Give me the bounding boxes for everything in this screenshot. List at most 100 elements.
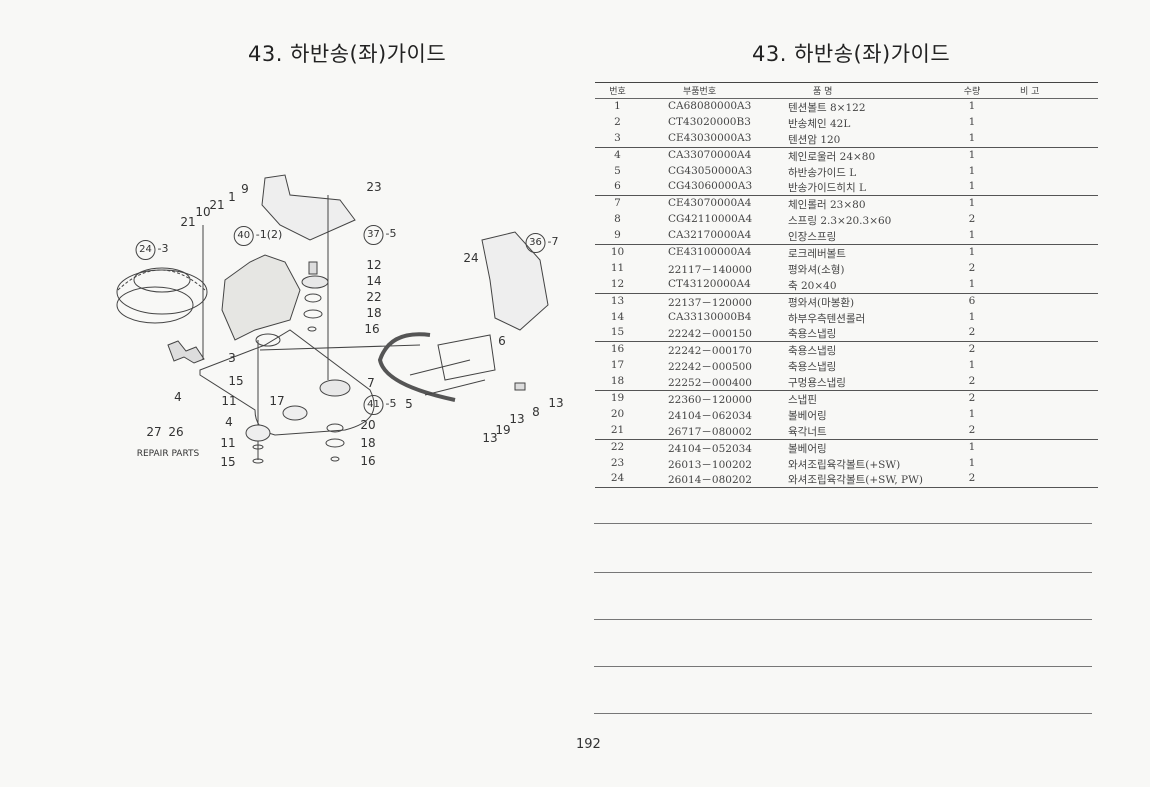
callout-ref: 36-7 [525, 233, 558, 253]
callout-label: 4 [174, 390, 182, 404]
exploded-parts-diagram: 9 1 23 21 10 21 37-5 40-1(2) 24-3 12 14 … [116, 174, 564, 469]
part-name: 볼베어링 [788, 442, 827, 455]
blank-rule-line [594, 666, 1092, 667]
header-name: 품 명 [813, 87, 833, 97]
table-row: 16 22242－000170 축용스냅링 2 [595, 342, 1098, 358]
part-code: 22242－000170 [668, 345, 752, 358]
callout-label: 15 [220, 455, 236, 469]
part-number-index: 1 [614, 100, 621, 112]
quantity: 1 [968, 131, 976, 144]
blank-rule-line [594, 713, 1092, 714]
callout-label: 21 [209, 198, 225, 212]
callout-label: 4 [225, 415, 233, 429]
part-code: CA33130000B4 [668, 310, 752, 323]
quantity: 1 [968, 180, 976, 193]
right-page-title: 43. 하반송(좌)가이드 [752, 42, 951, 66]
part-code: 22137－120000 [668, 296, 752, 309]
quantity: 1 [968, 359, 976, 372]
part-number-index: 12 [610, 277, 625, 290]
quantity: 2 [968, 375, 976, 388]
callout-ref: 41-5 [363, 395, 396, 415]
quantity: 1 [968, 229, 976, 242]
part-number-index: 7 [614, 197, 621, 210]
part-name: 육각너트 [788, 425, 827, 438]
part-number-index: 19 [610, 392, 625, 405]
callout-label: 26 [168, 425, 184, 439]
part-name: 와셔조립육각볼트(+SW) [788, 458, 901, 471]
part-number-index: 16 [610, 343, 625, 356]
part-number-index: 20 [610, 407, 625, 420]
quantity: 6 [968, 294, 976, 307]
part-number-index: 13 [610, 294, 625, 307]
part-name: 하부우측텐션롤러 [788, 312, 866, 325]
part-name: 볼베어링 [788, 409, 827, 422]
callout-label: 11 [220, 436, 236, 450]
table-header: 번호 부품번호 품 명 수량 비 고 [595, 83, 1098, 99]
callout-label: 13 [482, 431, 498, 445]
quantity: 1 [968, 456, 976, 469]
part-code: 22252－000400 [668, 377, 752, 390]
callout-label: 18 [360, 436, 376, 450]
part-code: CA68080000A3 [668, 100, 752, 112]
callout-label: 5 [405, 397, 413, 411]
quantity: 1 [968, 148, 976, 161]
part-number-index: 9 [614, 229, 621, 242]
part-name: 체인로울러 24×80 [788, 150, 876, 163]
header-qty: 수량 [963, 87, 981, 97]
quantity: 2 [968, 326, 976, 339]
callout-label: 18 [366, 306, 382, 320]
part-code: 24104－062034 [668, 409, 752, 422]
quantity: 1 [968, 197, 976, 210]
callout-label: 24 [463, 251, 479, 265]
blank-rule-line [594, 523, 1092, 524]
part-code: 24104－052034 [668, 442, 752, 455]
callout-label: 19 [495, 423, 511, 437]
quantity: 2 [968, 261, 976, 274]
part-number-index: 21 [610, 423, 625, 436]
callout-label: 13 [509, 412, 525, 426]
callout-label: 1 [228, 190, 236, 204]
part-code: CE43070000A4 [668, 197, 752, 210]
quantity: 1 [968, 440, 976, 453]
part-code: 22117－140000 [668, 263, 752, 276]
quantity: 1 [968, 100, 976, 112]
part-code: CG43060000A3 [668, 180, 753, 193]
quantity: 1 [968, 115, 976, 128]
part-name: 로크레버볼트 [788, 248, 846, 261]
quantity: 1 [968, 310, 976, 323]
part-number-index: 22 [610, 440, 625, 453]
blank-rule-line [594, 619, 1092, 620]
part-name: 평와셔(소형) [788, 263, 845, 276]
callout-ref: 24-3 [135, 240, 168, 260]
page-number: 192 [576, 737, 601, 752]
part-number-index: 24 [610, 472, 625, 485]
callout-label: 20 [360, 418, 376, 432]
quantity: 1 [968, 164, 976, 177]
part-code: CA33070000A4 [668, 148, 752, 161]
quantity: 2 [968, 343, 976, 356]
callout-label: 3 [228, 351, 236, 365]
quantity: 2 [968, 472, 976, 485]
part-code: CE43030000A3 [668, 131, 752, 144]
callout-label: 8 [532, 405, 540, 419]
part-code: 22360－120000 [668, 394, 752, 407]
part-name: 축용스냅링 [788, 345, 837, 358]
quantity: 1 [968, 246, 976, 259]
callout-label: 23 [366, 180, 382, 194]
callout-label: 21 [180, 215, 196, 229]
